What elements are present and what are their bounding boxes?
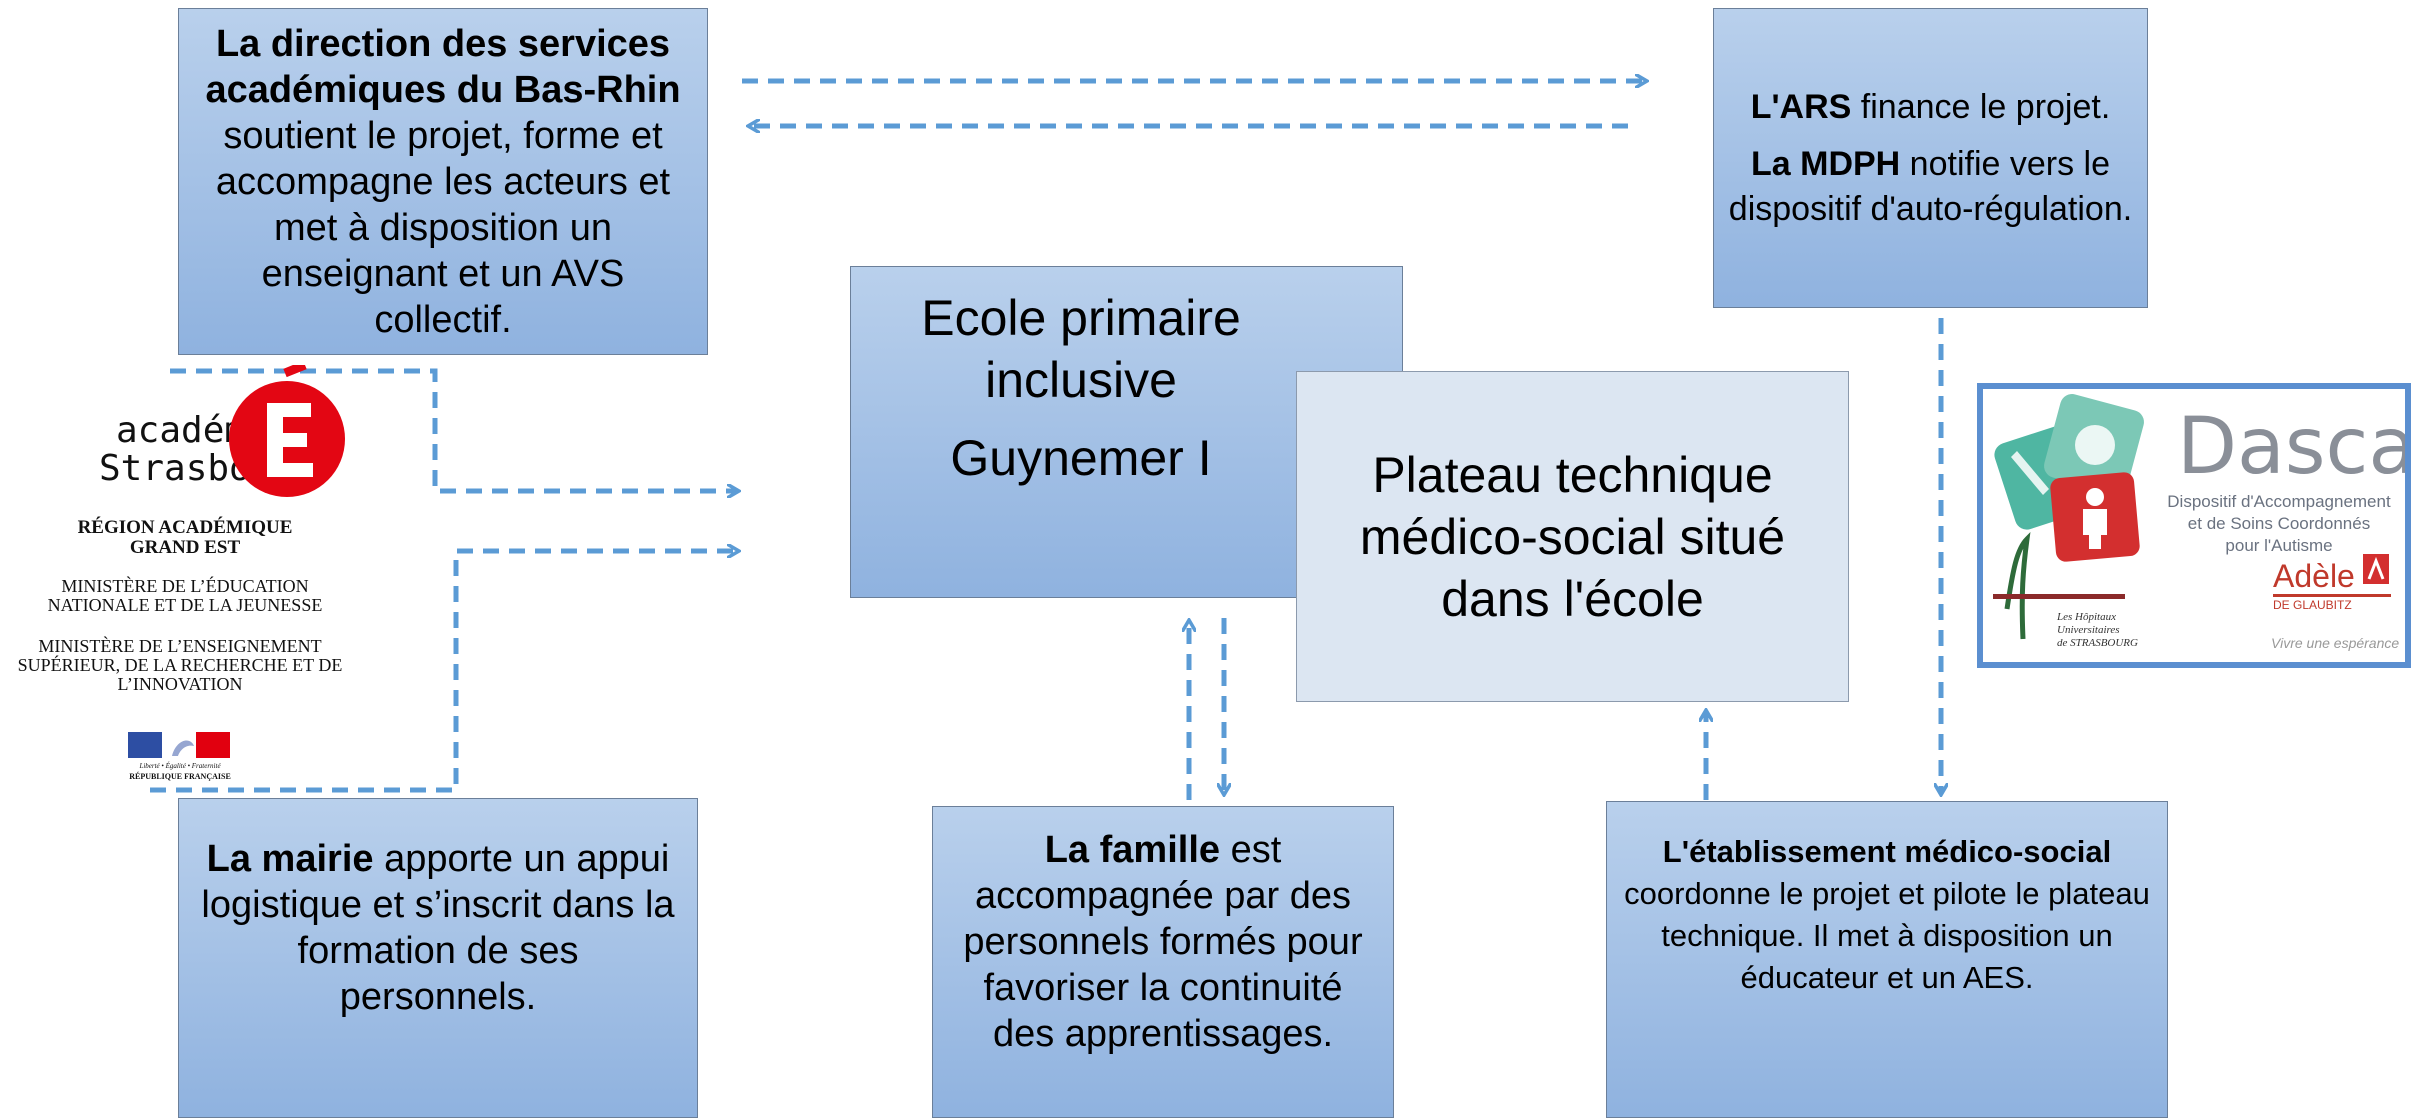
ecole-line1: Ecole primaire — [921, 290, 1241, 346]
mairie-text: apporte un appui logistique et s’inscrit… — [201, 838, 675, 1018]
ministere-education: MINISTÈRE DE L’ÉDUCATION NATIONALE ET DE… — [47, 576, 323, 615]
hopitaux-line-2: Universitaires — [2057, 624, 2120, 636]
devise-text: Liberté • Égalité • Fraternité — [139, 762, 221, 770]
dasca-subtitle-2: et de Soins Coordonnés — [2187, 514, 2371, 533]
dasca-logo: Dasca Dispositif d'Accompagnement et de … — [1977, 383, 2411, 668]
dasca-subtitle-3: pour l'Autisme — [2225, 536, 2333, 555]
ecole-line3: Guynemer I — [950, 430, 1212, 486]
etablissement-text: coordonne le projet et pilote le plateau… — [1624, 875, 2150, 995]
adele-label: Adèle — [2273, 558, 2355, 594]
famille-box: La famille est accompagnée par des perso… — [932, 806, 1394, 1118]
ars-text: finance le projet. — [1851, 87, 2111, 126]
region-label: RÉGION ACADÉMIQUE GRAND EST — [77, 517, 293, 558]
ministere-enseignement: MINISTÈRE DE L’ENSEIGNEMENT SUPÉRIEUR, D… — [17, 636, 343, 694]
hopitaux-line-1: Les Hôpitaux — [2057, 611, 2116, 623]
mairie-label: La mairie — [206, 838, 374, 880]
slogan-label: Vivre une espérance — [2271, 635, 2400, 651]
plateau-box: Plateau technique médico-social situé da… — [1296, 371, 1849, 702]
mdph-text: notifie vers le dispositif d'auto-régula… — [1728, 144, 2133, 228]
mdph-label: La MDPH — [1751, 144, 1901, 183]
famille-label: La famille — [1044, 829, 1221, 871]
plateau-text: Plateau technique médico-social situé da… — [1359, 446, 1786, 627]
dsden-text: soutient le projet, forme et accompagne … — [215, 114, 671, 341]
ars-mdph-box: L'ARS finance le projet. La MDPH notifie… — [1713, 8, 2148, 308]
etablissement-box: L'établissement médico-social coordonne … — [1606, 801, 2168, 1118]
republique-text: RÉPUBLIQUE FRANÇAISE — [129, 772, 231, 781]
mairie-box: La mairie apporte un appui logistique et… — [178, 798, 698, 1118]
academie-strasbourg-logo: académie Strasbourg RÉGION ACADÉMIQUE GR… — [0, 365, 400, 795]
dsden-title: La direction des services académiques du… — [205, 22, 681, 111]
dasca-emblem — [1993, 394, 2391, 640]
hopitaux-line-3: de STRASBOURG — [2057, 637, 2138, 649]
dasca-title: Dasca — [2177, 402, 2411, 492]
etablissement-label: L'établissement médico-social — [1662, 833, 2112, 869]
academie-e-emblem — [229, 365, 345, 497]
famille-text: est accompagnée par des personnels formé… — [963, 829, 1363, 1055]
glaubitz-label: DE GLAUBITZ — [2273, 598, 2352, 612]
dsden-box: La direction des services académiques du… — [178, 8, 708, 355]
ars-label: L'ARS — [1750, 87, 1852, 126]
ecole-line2: inclusive — [985, 352, 1177, 408]
dasca-subtitle-1: Dispositif d'Accompagnement — [2167, 492, 2391, 511]
arrow-mairie-to-ecole — [150, 551, 737, 793]
arrow-dsden-to-ecole — [170, 368, 737, 491]
marianne-flag-icon — [128, 732, 230, 758]
